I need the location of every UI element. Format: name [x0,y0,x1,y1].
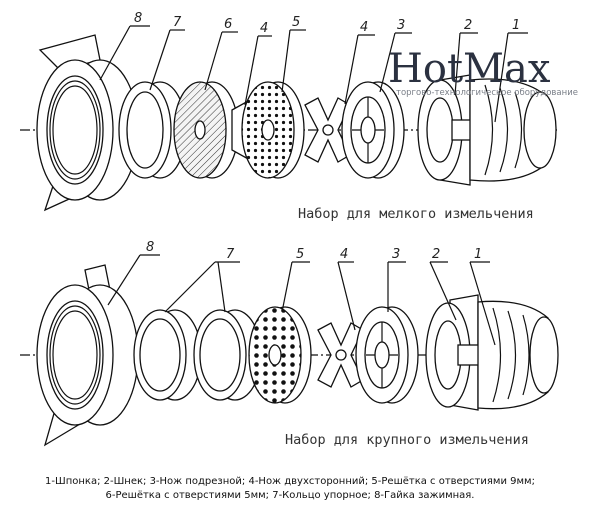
part-cutting-knife-b [355,306,419,404]
part-grate-9mm [241,81,305,179]
top-label-3: 3 [397,18,405,33]
part-thrust-ring-b1 [133,309,202,401]
top-caption: Набор для мелкого измельчения [298,206,534,222]
coarse-mincing-set: 8 7 5 4 3 2 1 Набор для крупного измельч… [20,240,560,448]
part-clamping-nut [36,34,139,212]
bottom-label-5: 5 [296,247,304,262]
part-clamping-nut-b [36,264,139,447]
logo-sub-text: торгово-технологическое оборудование [396,88,578,98]
top-label-4: 4 [360,20,368,35]
part-thrust-ring-b2 [193,309,262,401]
top-callouts: 8 7 6 4 5 4 3 2 1 [99,11,528,123]
top-label-5: 5 [292,15,300,30]
top-label-1: 1 [512,18,520,33]
bottom-label-7: 7 [226,247,235,262]
hotmax-logo: HotMax торгово-технологическое оборудова… [388,46,578,98]
bottom-caption: Набор для крупного измельчения [285,432,529,448]
part-cutting-knife [341,81,405,179]
part-grate-5mm [173,81,239,179]
bottom-label-4: 4 [340,247,348,262]
bottom-label-3: 3 [392,247,400,262]
legend-line-2: 6-Решётка с отверстиями 5мм; 7-Кольцо уп… [106,490,475,501]
legend-line-1: 1-Шпонка; 2-Шнек; 3-Нож подрезной; 4-Нож… [45,476,535,487]
part-grate-9mm-b [248,306,312,404]
top-label-4a: 4 [260,21,268,36]
top-label-8: 8 [134,11,142,26]
fine-mincing-set: 8 7 6 4 5 4 3 2 1 Набор для мелкого изме… [20,11,560,222]
top-label-2: 2 [464,18,472,33]
part-thrust-ring [118,81,187,179]
part-auger [417,74,557,186]
bottom-label-1: 1 [474,247,482,262]
top-label-6: 6 [224,17,232,32]
bottom-label-8: 8 [146,240,154,255]
top-label-7: 7 [173,15,182,30]
bottom-callouts: 8 7 5 4 3 2 1 [107,240,496,346]
parts-legend: 1-Шпонка; 2-Шнек; 3-Нож подрезной; 4-Нож… [45,476,535,501]
bottom-label-2: 2 [432,247,440,262]
part-auger-b [425,294,559,411]
logo-main-text: HotMax [388,46,551,92]
